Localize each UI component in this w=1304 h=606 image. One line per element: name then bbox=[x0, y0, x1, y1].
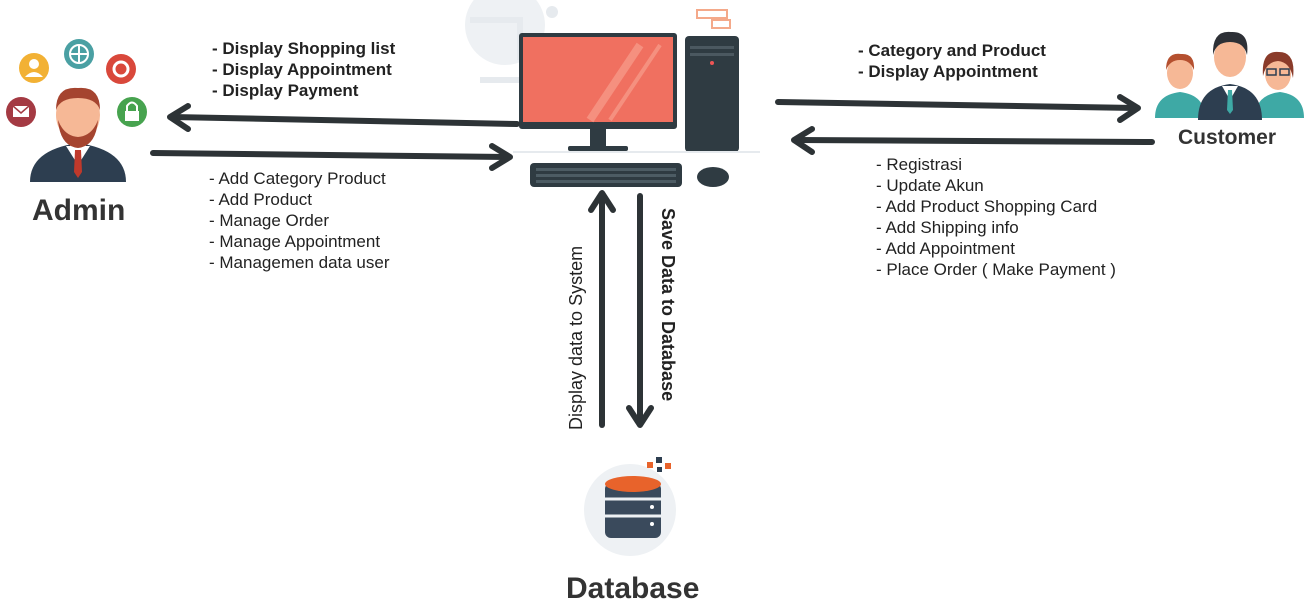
admin-apps-icons bbox=[6, 39, 147, 127]
list-item: Place Order ( Make Payment ) bbox=[876, 259, 1116, 280]
database-label: Database bbox=[566, 572, 700, 605]
customer-label: Customer bbox=[1178, 126, 1277, 149]
list-item: Add Shipping info bbox=[876, 217, 1116, 238]
mail-icon bbox=[6, 97, 36, 127]
admin-input-list: Add Category Product Add Product Manage … bbox=[209, 168, 390, 273]
list-item: Category and Product bbox=[858, 40, 1046, 61]
arrow-from-admin bbox=[150, 143, 513, 171]
lock-icon bbox=[117, 97, 147, 127]
computer-icon bbox=[513, 33, 760, 187]
list-item: Managemen data user bbox=[209, 252, 389, 273]
save-data-to-database-label: Save Data to Database bbox=[658, 208, 678, 402]
arrows bbox=[150, 94, 1155, 428]
database-icon bbox=[584, 457, 676, 556]
list-item: Display Shopping list bbox=[212, 38, 395, 59]
list-item: Registrasi bbox=[876, 154, 1116, 175]
list-item: Update Akun bbox=[876, 175, 1116, 196]
list-item: Display Appointment bbox=[212, 59, 395, 80]
user-circle-icon bbox=[19, 53, 49, 83]
arrow-to-customer bbox=[775, 94, 1141, 123]
gear-icon bbox=[106, 54, 136, 84]
admin-avatar-icon bbox=[30, 87, 126, 182]
admin-output-list: Display Shopping list Display Appointmen… bbox=[212, 38, 395, 101]
list-item: Add Category Product bbox=[209, 168, 390, 189]
list-item: Display Appointment bbox=[858, 61, 1046, 82]
list-item: Display Payment bbox=[212, 80, 395, 101]
list-item: Add Appointment bbox=[876, 238, 1116, 259]
admin-label: Admin bbox=[32, 194, 126, 227]
list-item: Manage Order bbox=[209, 210, 390, 231]
arrow-system-to-database bbox=[626, 193, 654, 428]
customer-input-list: Registrasi Update Akun Add Product Shopp… bbox=[876, 154, 1116, 280]
list-item: Add Product bbox=[209, 189, 390, 210]
arrow-to-admin bbox=[167, 103, 520, 132]
arrow-from-customer bbox=[791, 126, 1155, 155]
customer-group-icon bbox=[1155, 31, 1304, 120]
globe-icon bbox=[64, 39, 94, 69]
arrow-database-to-system bbox=[588, 190, 616, 428]
list-item: Add Product Shopping Card bbox=[876, 196, 1116, 217]
customer-output-list: Category and Product Display Appointment bbox=[858, 40, 1046, 82]
list-item: Manage Appointment bbox=[209, 231, 390, 252]
display-data-to-system-label: Display data to System bbox=[566, 245, 586, 430]
